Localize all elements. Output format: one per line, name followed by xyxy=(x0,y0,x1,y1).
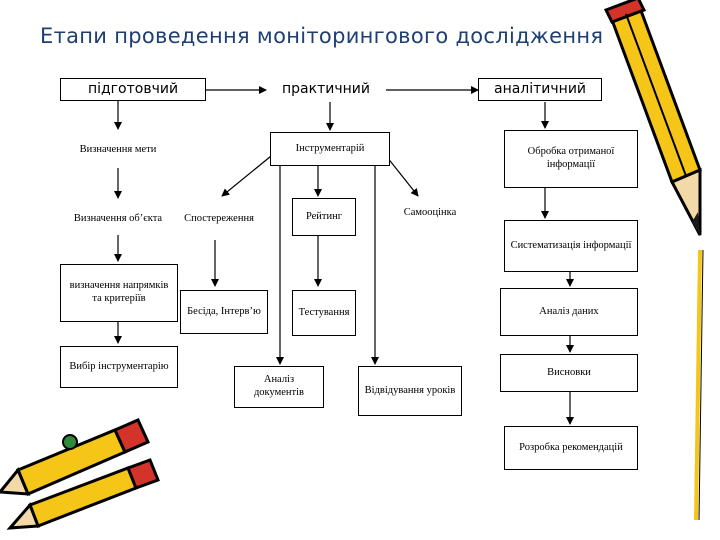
step-directions-criteria: визначення напрямків та критеріїв xyxy=(60,264,178,322)
pencil-icon-left-1 xyxy=(0,418,150,496)
step-processing-information: Обробка отриманої інформації xyxy=(504,130,638,188)
step-conclusions: Висновки xyxy=(500,354,638,392)
step-observation: Спостереження xyxy=(184,212,254,224)
step-lesson-visits: Відвідування уроків xyxy=(358,366,462,416)
step-data-analysis: Аналіз даних xyxy=(500,288,638,336)
step-toolkit: Інструментарій xyxy=(270,132,390,166)
step-document-analysis: Аналіз документів xyxy=(234,366,324,408)
stage-analytical: аналітичний xyxy=(478,78,602,101)
step-testing: Тестування xyxy=(292,290,356,336)
stage-practical: практичний xyxy=(282,81,370,98)
page-title: Етапи проведення моніторингового дослідж… xyxy=(40,24,604,48)
pencil-icon-left-2 xyxy=(6,458,160,530)
step-choose-tools: Вибір інструментарію xyxy=(60,346,178,388)
step-recommendations: Розробка рекомендацій xyxy=(504,426,638,470)
arrow-toolkit-to-observation xyxy=(221,151,277,197)
pencil-stroke-icon xyxy=(694,249,704,521)
step-conversation-interview: Бесіда, Інтерв’ю xyxy=(180,290,268,334)
pencil-icon-right xyxy=(603,0,702,236)
step-self-assessment: Самооцінка xyxy=(403,206,457,218)
step-define-goal: Визначення мети xyxy=(79,143,157,155)
step-rating: Рейтинг xyxy=(292,198,356,236)
step-define-object: Визначення об’єкта xyxy=(73,212,163,224)
step-systematization: Систематизація інформації xyxy=(504,220,638,272)
stage-preparatory: підготовчий xyxy=(60,78,206,101)
